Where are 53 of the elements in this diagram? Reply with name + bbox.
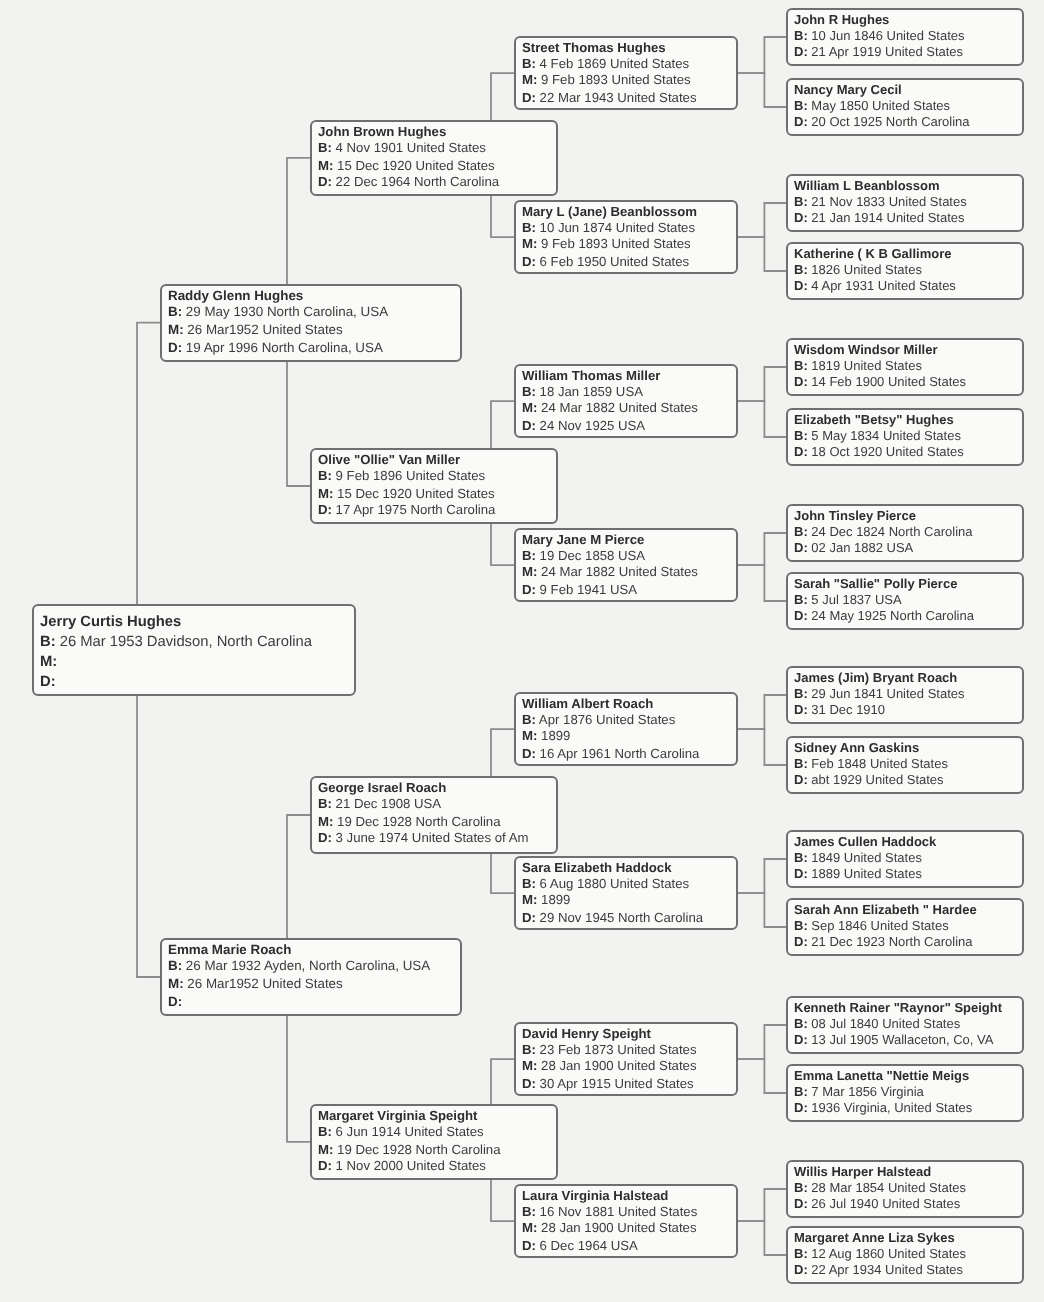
connector-line xyxy=(737,728,787,766)
connector-line xyxy=(136,695,161,978)
person-box xyxy=(786,338,1024,396)
person-box xyxy=(310,448,558,524)
connector-line xyxy=(737,1058,787,1094)
connector-line xyxy=(490,400,515,449)
connector-line xyxy=(490,1058,515,1105)
connector-line xyxy=(737,564,787,602)
connector-line xyxy=(286,1015,311,1143)
person-box xyxy=(160,284,462,362)
person-box xyxy=(786,736,1024,794)
connector-line xyxy=(490,72,515,121)
person-box xyxy=(514,692,738,767)
person-box xyxy=(514,364,738,439)
connector-line xyxy=(136,321,161,605)
connector-line xyxy=(490,853,515,894)
person-box xyxy=(32,604,356,696)
connector-line xyxy=(286,360,311,487)
connector-line xyxy=(737,400,787,438)
person-box xyxy=(786,898,1024,956)
person-box xyxy=(786,1160,1024,1218)
person-box xyxy=(310,776,558,854)
person-box xyxy=(514,1184,738,1259)
connector-line xyxy=(490,194,515,238)
connector-line xyxy=(490,1178,515,1222)
person-box xyxy=(514,528,738,603)
person-box xyxy=(786,8,1024,66)
connector-line xyxy=(737,892,787,928)
person-box xyxy=(786,666,1024,724)
person-box xyxy=(514,36,738,111)
connector-line xyxy=(737,1220,787,1256)
connector-line xyxy=(490,728,515,777)
person-box xyxy=(786,504,1024,562)
connector-line xyxy=(737,236,787,272)
person-box xyxy=(786,572,1024,630)
connector-line xyxy=(490,523,515,566)
person-box xyxy=(786,242,1024,300)
person-box xyxy=(514,200,738,275)
person-box xyxy=(514,856,738,931)
person-box xyxy=(786,1064,1024,1122)
person-box xyxy=(786,78,1024,136)
person-box xyxy=(786,1226,1024,1284)
connector-line xyxy=(286,814,311,939)
person-box xyxy=(310,120,558,196)
person-box xyxy=(786,830,1024,888)
person-box xyxy=(514,1022,738,1097)
person-box xyxy=(310,1104,558,1180)
connector-line xyxy=(737,72,787,108)
connector-line xyxy=(286,157,311,285)
person-box xyxy=(160,938,462,1016)
person-box xyxy=(786,408,1024,466)
person-box xyxy=(786,174,1024,232)
person-box xyxy=(786,996,1024,1054)
